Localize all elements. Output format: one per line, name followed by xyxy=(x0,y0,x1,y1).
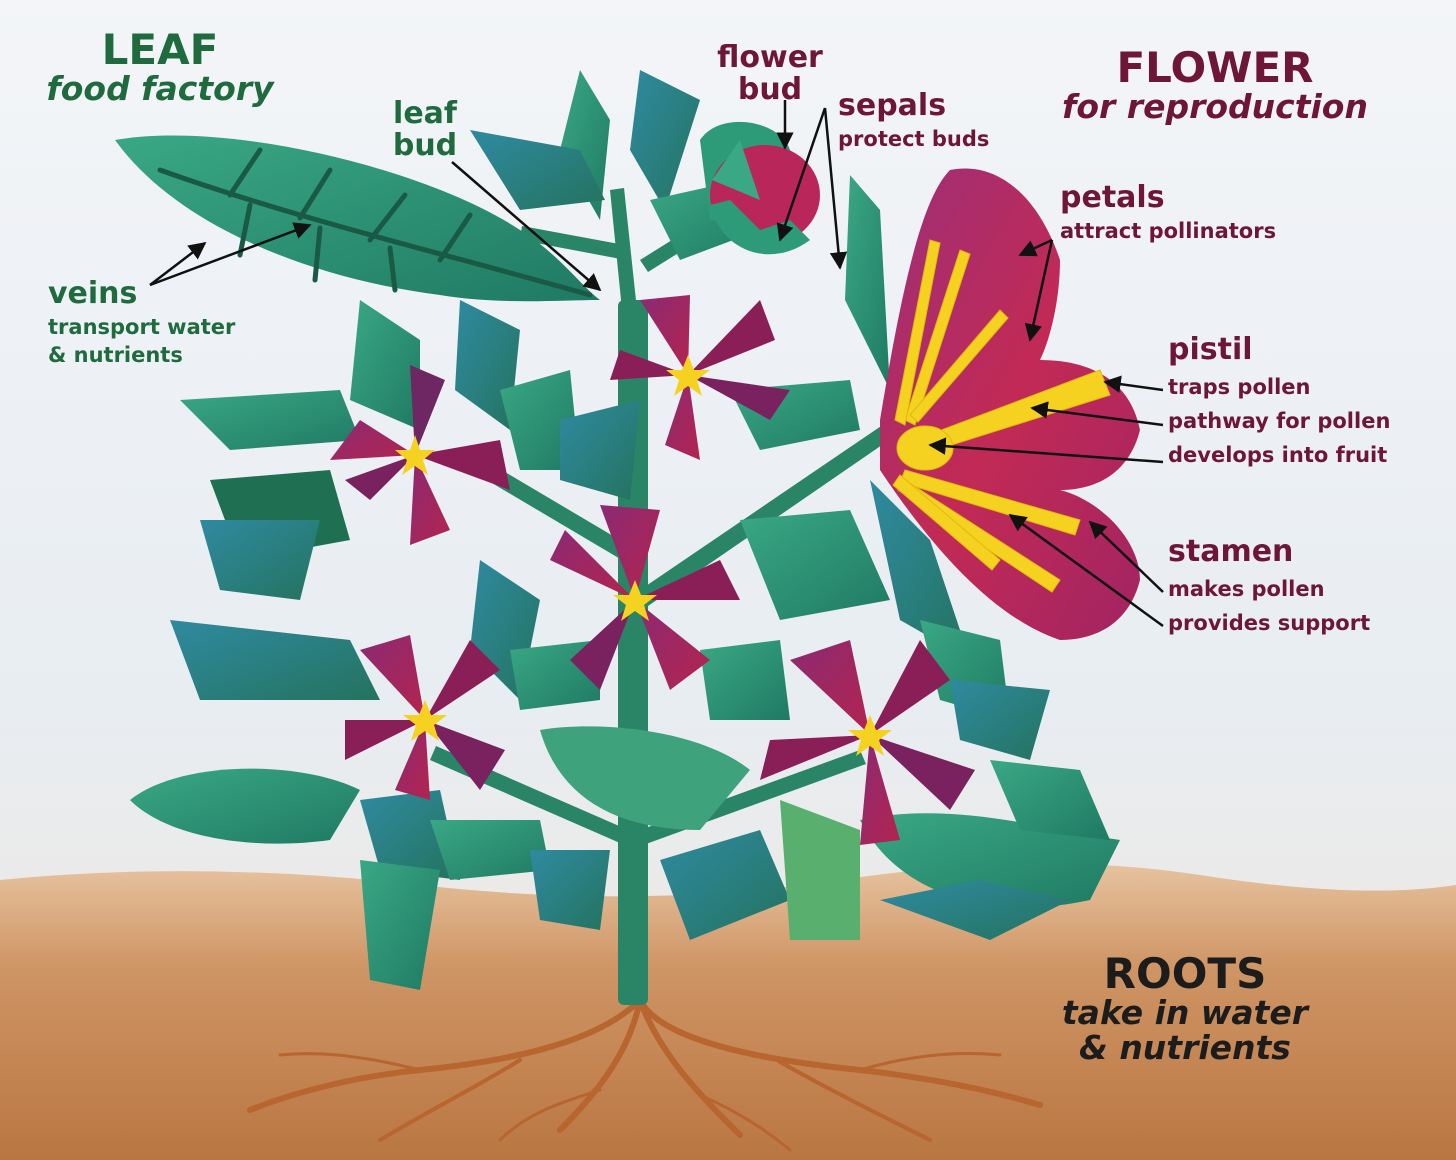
stamen-desc-1: makes pollen xyxy=(1168,578,1370,600)
sepals-label: sepals protect buds xyxy=(838,90,989,150)
leaf-bud-label: leaf bud xyxy=(380,98,470,161)
flower-subtitle: for reproduction xyxy=(1030,90,1400,125)
petals-label: petals attract pollinators xyxy=(1060,182,1276,242)
stamen-label: stamen makes pollen provides support xyxy=(1168,536,1370,634)
sepals-desc: protect buds xyxy=(838,128,989,150)
flower-bud-line1: flower xyxy=(700,42,840,74)
pistil-title: pistil xyxy=(1168,334,1390,366)
pistil-desc-1: traps pollen xyxy=(1168,376,1390,398)
petals-title: petals xyxy=(1060,182,1276,214)
roots-label: ROOTS take in water & nutrients xyxy=(1020,952,1350,1065)
leaf-bud-line1: leaf xyxy=(380,98,470,130)
veins-label: veins transport water & nutrients xyxy=(48,278,235,366)
leaf-title: LEAF xyxy=(30,28,290,72)
flower-bud-label: flower bud xyxy=(700,42,840,105)
roots-title: ROOTS xyxy=(1020,952,1350,996)
veins-title: veins xyxy=(48,278,235,310)
pistil-desc-2: pathway for pollen xyxy=(1168,410,1390,432)
roots-line-1: take in water xyxy=(1020,996,1350,1031)
petals-desc: attract pollinators xyxy=(1060,220,1276,242)
stamen-title: stamen xyxy=(1168,536,1370,568)
flower-bud-line2: bud xyxy=(700,74,840,106)
leaf-bud-line2: bud xyxy=(380,130,470,162)
leaf-subtitle: food factory xyxy=(30,72,290,107)
flower-label: FLOWER for reproduction xyxy=(1030,46,1400,125)
leaf-label: LEAF food factory xyxy=(30,28,290,107)
pistil-desc-3: develops into fruit xyxy=(1168,444,1390,466)
stamen-desc-2: provides support xyxy=(1168,612,1370,634)
flower-title: FLOWER xyxy=(1030,46,1400,90)
pistil-label: pistil traps pollen pathway for pollen d… xyxy=(1168,334,1390,466)
veins-desc-2: & nutrients xyxy=(48,344,235,366)
veins-desc-1: transport water xyxy=(48,316,235,338)
roots-line-2: & nutrients xyxy=(1020,1031,1350,1066)
sepals-title: sepals xyxy=(838,90,989,122)
